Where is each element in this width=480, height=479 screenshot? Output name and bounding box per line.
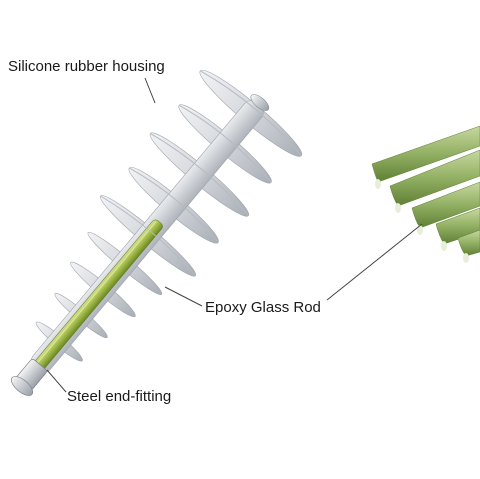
leader-rod-right [326, 223, 423, 301]
leader-steel [46, 369, 67, 393]
shed-front-edges [100, 70, 302, 277]
glass-fiber-closeup [371, 125, 480, 263]
insulator [10, 69, 303, 396]
steel-end-fitting [10, 358, 47, 396]
leader-lines [46, 77, 423, 393]
label-silicone-rubber-housing: Silicone rubber housing [8, 58, 165, 75]
leader-housing [144, 77, 156, 104]
label-epoxy-glass-rod: Epoxy Glass Rod [205, 299, 321, 316]
top-end-cap [250, 94, 270, 111]
label-steel-end-fitting: Steel end-fitting [67, 388, 172, 405]
leader-rod-left [164, 286, 203, 307]
